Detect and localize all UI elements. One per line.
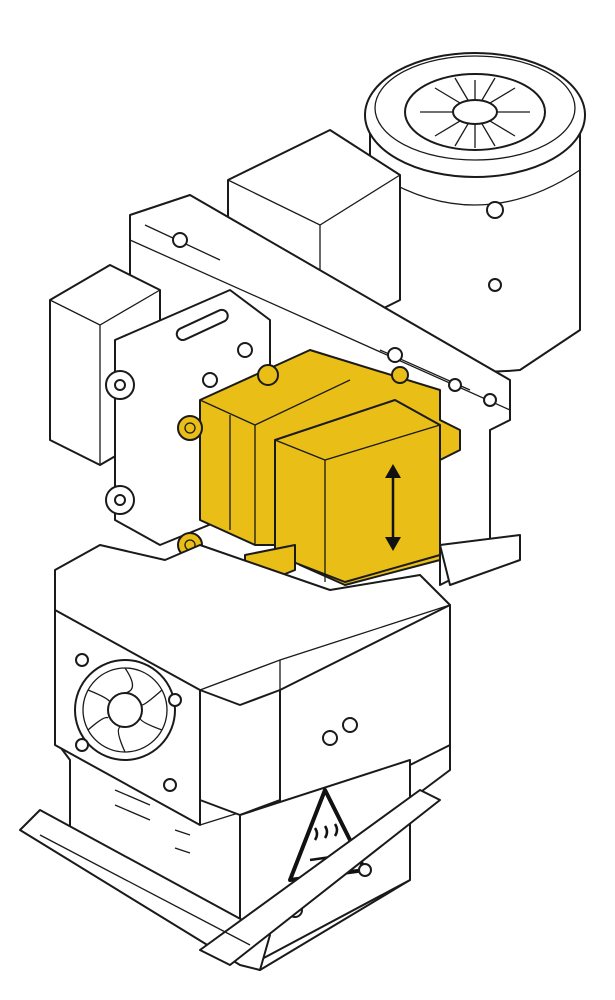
- hotend-housing: [54, 544, 451, 971]
- double-arrow-vertical-icon: [385, 464, 401, 551]
- fan-icon: [74, 659, 176, 761]
- yellow-carriage-assembly: [177, 349, 461, 601]
- bottom-plate: [19, 789, 441, 971]
- blower-fan: [364, 52, 586, 373]
